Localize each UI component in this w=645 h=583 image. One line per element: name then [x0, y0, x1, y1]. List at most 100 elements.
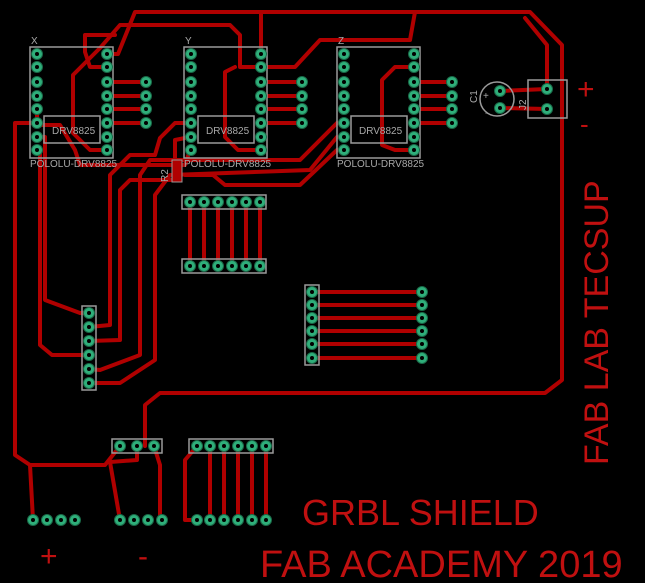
- pad-hole: [189, 80, 193, 84]
- pad-hole: [259, 65, 263, 69]
- pad-hole: [35, 107, 39, 111]
- power-connector-outline: [527, 79, 568, 119]
- pad-hole: [412, 94, 416, 98]
- pad-hole: [250, 444, 254, 448]
- pad-hole: [450, 94, 454, 98]
- pad-hole: [545, 107, 549, 111]
- pad-hole: [152, 444, 156, 448]
- pad-hole: [188, 200, 192, 204]
- driver-y-chip: DRV8825: [206, 126, 250, 137]
- board-title: GRBL SHIELD: [302, 492, 539, 533]
- driver-x-axis-label: X: [31, 36, 38, 47]
- pad-hole: [195, 518, 199, 522]
- pad-hole: [208, 444, 212, 448]
- pad-hole: [188, 264, 192, 268]
- pad-hole: [342, 52, 346, 56]
- header-outline: [304, 284, 320, 366]
- pad-hole: [144, 121, 148, 125]
- pad-hole: [300, 80, 304, 84]
- board-subtitle: FAB ACADEMY 2019: [260, 544, 623, 583]
- pad-hole: [105, 80, 109, 84]
- capacitor-minus: -: [485, 108, 488, 119]
- pad-hole: [146, 518, 150, 522]
- header-outline: [181, 258, 267, 274]
- pad-hole: [342, 135, 346, 139]
- pad-hole: [35, 94, 39, 98]
- pad-hole: [412, 121, 416, 125]
- pad-hole: [118, 518, 122, 522]
- pad-hole: [420, 316, 424, 320]
- pad-hole: [450, 80, 454, 84]
- pad-hole: [202, 264, 206, 268]
- pad-hole: [160, 518, 164, 522]
- pad-hole: [420, 290, 424, 294]
- pad-hole: [189, 121, 193, 125]
- pad-hole: [420, 356, 424, 360]
- pad-hole: [35, 135, 39, 139]
- pad-hole: [250, 518, 254, 522]
- pad-hole: [216, 200, 220, 204]
- pad-hole: [412, 52, 416, 56]
- driver-y-axis-label: Y: [185, 36, 192, 47]
- pad-hole: [189, 52, 193, 56]
- pad-hole: [230, 264, 234, 268]
- pad-hole: [264, 518, 268, 522]
- pad-hole: [73, 518, 77, 522]
- pad-hole: [412, 107, 416, 111]
- pad-hole: [189, 107, 193, 111]
- pad-hole: [35, 148, 39, 152]
- pad-hole: [105, 148, 109, 152]
- vertical-title: FAB LAB TECSUP: [578, 180, 616, 465]
- driver-x: [29, 46, 114, 159]
- driver-z: [336, 46, 421, 159]
- pad-hole: [105, 94, 109, 98]
- driver-x-chip: DRV8825: [52, 126, 96, 137]
- pad-hole: [259, 107, 263, 111]
- pad-hole: [420, 303, 424, 307]
- pad-hole: [310, 290, 314, 294]
- pad-hole: [420, 342, 424, 346]
- pad-hole: [87, 325, 91, 329]
- pad-hole: [144, 94, 148, 98]
- pad-hole: [189, 148, 193, 152]
- pads: [27, 48, 553, 526]
- pad-hole: [412, 135, 416, 139]
- pad-hole: [144, 80, 148, 84]
- pad-hole: [300, 107, 304, 111]
- pad-hole: [236, 444, 240, 448]
- pad-hole: [87, 311, 91, 315]
- driver-y-part: POLOLU-DRV8825: [184, 159, 272, 170]
- power-plus-label: +: [577, 73, 595, 106]
- pad-hole: [35, 65, 39, 69]
- pad-hole: [118, 444, 122, 448]
- header-outline: [188, 438, 274, 454]
- pad-hole: [105, 107, 109, 111]
- pad-hole: [35, 52, 39, 56]
- pad-hole: [450, 107, 454, 111]
- header-outline: [111, 438, 163, 454]
- pad-hole: [31, 518, 35, 522]
- resistor-label: R2: [160, 169, 171, 182]
- pad-hole: [222, 444, 226, 448]
- pad-hole: [105, 135, 109, 139]
- pad-hole: [222, 518, 226, 522]
- pad-hole: [135, 444, 139, 448]
- pad-hole: [195, 444, 199, 448]
- pad-hole: [300, 121, 304, 125]
- pad-hole: [216, 264, 220, 268]
- resistor-r2: [171, 159, 183, 183]
- header-outline: [181, 194, 267, 210]
- capacitor-plus: +: [483, 91, 489, 102]
- pad-hole: [498, 89, 502, 93]
- pad-hole: [310, 329, 314, 333]
- pad-hole: [244, 200, 248, 204]
- driver-z-chip: DRV8825: [359, 126, 403, 137]
- capacitor-outline: [479, 81, 515, 117]
- pad-hole: [450, 121, 454, 125]
- power-connector-label: J2: [518, 99, 529, 110]
- pad-hole: [259, 148, 263, 152]
- power-minus-label: -: [580, 109, 589, 139]
- pad-hole: [35, 80, 39, 84]
